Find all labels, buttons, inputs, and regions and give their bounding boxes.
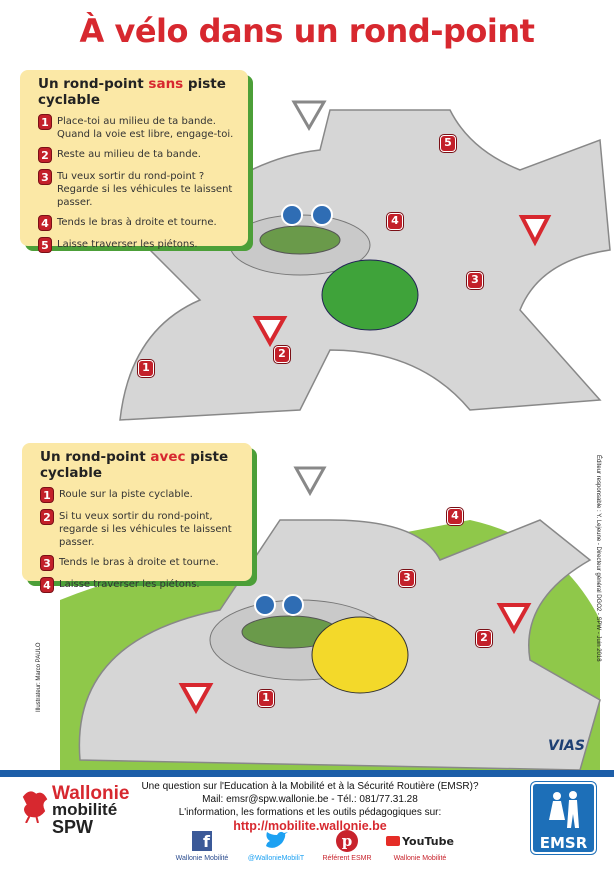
step-text: Laisse traverser les piétons. <box>57 239 198 250</box>
facebook-icon: f <box>162 830 242 852</box>
scene-badge-3: 3 <box>467 272 483 289</box>
emsr-text: EMSR <box>539 834 588 852</box>
section-heading: Un rond-point sans piste cyclable <box>38 76 238 108</box>
step-text: Tends le bras à droite et tourne. <box>57 217 217 228</box>
children-crossing-icon <box>548 791 579 828</box>
contact-info-line: L'information, les formations et les out… <box>178 807 442 818</box>
logo-text-spw: SPW <box>52 817 94 837</box>
heading-highlight: avec <box>150 449 186 465</box>
logo-text-mobilite: mobilité <box>52 800 118 819</box>
step-text: Tends le bras à droite et tourne. <box>59 557 219 568</box>
heading-text: piste cyclable <box>40 449 229 481</box>
step-text: Roule sur la piste cyclable. <box>59 489 193 500</box>
step-item: 1 Roule sur la piste cyclable. <box>40 487 242 503</box>
youtube-link[interactable]: YouTube Wallonie Mobilité <box>380 830 460 862</box>
step-number: 4 <box>40 577 54 593</box>
section-heading: Un rond-point avec piste cyclable <box>40 449 242 481</box>
twitter-icon <box>236 830 316 852</box>
facebook-link[interactable]: f Wallonie Mobilité <box>162 830 242 862</box>
step-item: 3 Tu veux sortir du rond-point ? Regarde … <box>38 169 238 209</box>
scene-badge-1: 1 <box>138 360 154 377</box>
step-item: 5 Laisse traverser les piétons. <box>38 237 238 253</box>
scene2-badge-3: 3 <box>399 570 415 587</box>
roundabout-with-bike-lane <box>60 466 601 770</box>
scene-badge-2: 2 <box>274 346 290 363</box>
step-item: 3 Tends le bras à droite et tourne. <box>40 555 242 571</box>
illustrator-credit: Illustrateur: Marco PAULO <box>36 642 42 712</box>
step-item: 4 Tends le bras à droite et tourne. <box>38 215 238 231</box>
step-number: 5 <box>38 237 52 253</box>
step-number: 1 <box>38 114 52 130</box>
pinterest-link[interactable]: p Référent ESMR <box>307 830 387 862</box>
page-title: À vélo dans un rond-point <box>79 12 535 50</box>
step-item: 2 Reste au milieu de ta bande. <box>38 147 238 163</box>
social-label: Wallonie Mobilité <box>175 855 229 862</box>
contact-question: Une question sur l'Education à la Mobili… <box>141 781 479 792</box>
step-text: Si tu veux sortir du rond-point, regarde… <box>59 511 232 548</box>
step-number: 2 <box>40 509 54 525</box>
step-number: 4 <box>38 215 52 231</box>
twitter-link[interactable]: @WallonieMobiliT <box>236 830 316 862</box>
scene-badge-4: 4 <box>387 213 403 230</box>
footer-divider <box>0 770 614 777</box>
pinterest-icon: p <box>307 830 387 852</box>
step-text: Tu veux sortir du rond-point ? Regarde s… <box>57 171 233 208</box>
scene2-badge-1: 1 <box>258 690 274 707</box>
social-label: @WallonieMobiliT <box>247 855 305 862</box>
step-text: Laisse traverser les piétons. <box>59 579 200 590</box>
website-link[interactable]: http://mobilite.wallonie.be <box>233 819 387 833</box>
contact-mail-phone: Mail: emsr@spw.wallonie.be - Tél.: 081/7… <box>202 794 418 805</box>
step-item: 1 Place-toi au milieu de ta bande. Quand … <box>38 114 238 141</box>
step-item: 4 Laisse traverser les piétons. <box>40 577 242 593</box>
publisher-credit: Éditeur responsable : Y. Lejeune - Direc… <box>595 455 601 662</box>
heading-highlight: sans <box>148 76 184 92</box>
heading-text: piste cyclable <box>38 76 226 108</box>
instructions-with-bike-lane: Un rond-point avec piste cyclable 1 Roule… <box>22 443 252 593</box>
step-text: Place-toi au milieu de ta bande. Quand l… <box>57 116 234 140</box>
social-label: Wallonie Mobilité <box>393 855 447 862</box>
youtube-icon: YouTube <box>380 830 460 852</box>
youtube-brand: YouTube <box>402 834 454 848</box>
heading-text: Un rond-point <box>38 76 149 92</box>
scene-badge-5: 5 <box>440 135 456 152</box>
logo-text-wallonie: Wallonie <box>52 783 130 804</box>
step-number: 2 <box>38 147 52 163</box>
step-text: Reste au milieu de ta bande. <box>57 149 201 160</box>
social-label: Référent ESMR <box>322 855 372 862</box>
wallonie-mobilite-logo: Wallonie mobilité SPW <box>20 783 130 837</box>
contact-info: Une question sur l'Education à la Mobili… <box>120 780 500 834</box>
heading-text: Un rond-point <box>40 449 151 465</box>
instructions-without-bike-lane: Un rond-point sans piste cyclable 1 Place… <box>20 70 248 253</box>
vias-logo: VIAS <box>548 738 585 754</box>
scene2-badge-2: 2 <box>476 630 492 647</box>
rooster-icon <box>22 791 48 823</box>
scene2-badge-4: 4 <box>447 508 463 525</box>
step-number: 3 <box>40 555 54 571</box>
step-number: 1 <box>40 487 54 503</box>
emsr-logo: EMSR <box>531 782 596 854</box>
step-number: 3 <box>38 169 52 185</box>
step-item: 2 Si tu veux sortir du rond-point, regard… <box>40 509 242 549</box>
roundabout-illustrations <box>60 100 611 770</box>
